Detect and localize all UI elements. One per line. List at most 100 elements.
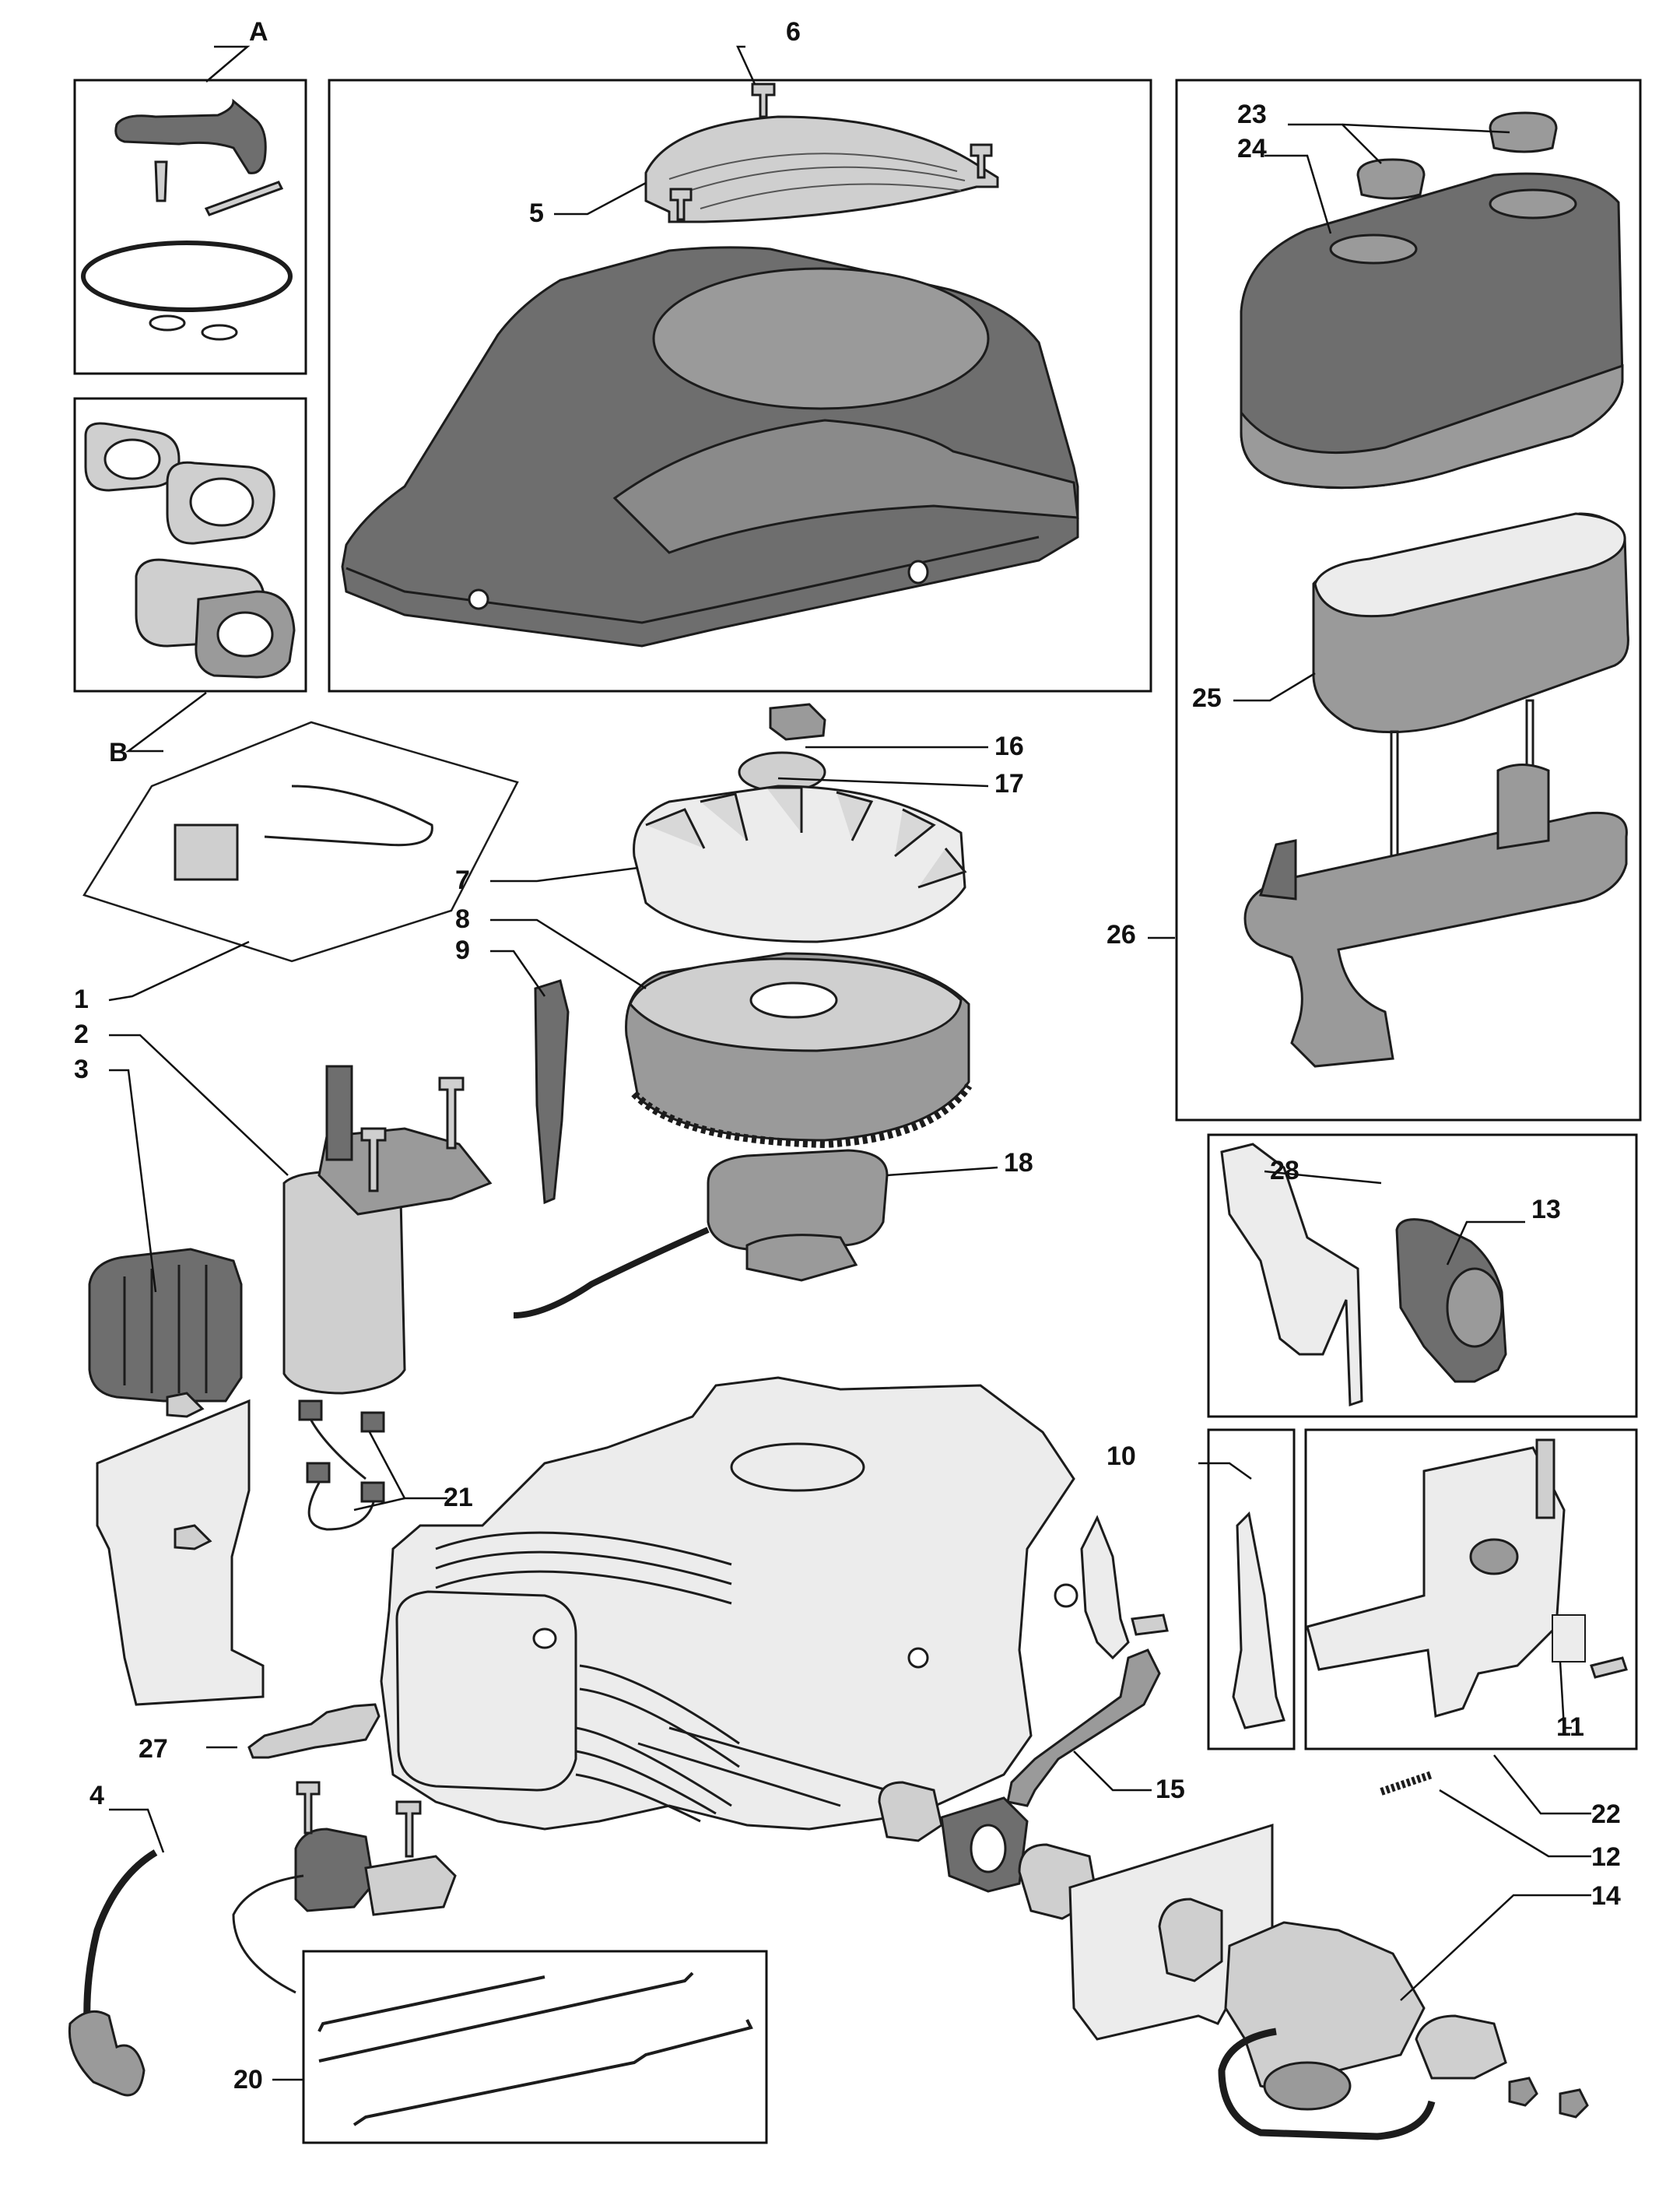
crankcase-boss-icon: [730, 1442, 865, 1492]
bolt-hole-icon: [532, 1627, 557, 1649]
bolt-icon: [296, 1781, 321, 1835]
cover-port-icon: [1329, 233, 1418, 265]
callout-label: 7: [455, 865, 470, 895]
air-filter-element-top-icon: [1313, 512, 1626, 618]
blower-housing-assembly: [341, 83, 1079, 648]
bolt-icon: [751, 83, 776, 118]
rectifier-fins-icon: [123, 1265, 208, 1393]
callout-label: 25: [1192, 683, 1222, 713]
leader-lines: [108, 45, 1591, 2081]
throttle-lever-group: [1232, 1511, 1285, 1729]
callout-label: 28: [1270, 1156, 1299, 1185]
callout-label: 27: [139, 1734, 168, 1764]
spark-plug-boot-icon: [68, 2010, 146, 2097]
callout-label: 10: [1107, 1441, 1136, 1471]
carburetor-gasket-icon: [1415, 2014, 1507, 2080]
callout-label: B: [109, 738, 128, 767]
governor-rod-icon: [352, 2019, 753, 2126]
intake-spacer-group: [878, 1781, 1099, 1920]
bolt-icon: [360, 1127, 387, 1192]
linkage-bracket-group: [1054, 1515, 1169, 1660]
callout-label: 9: [455, 936, 470, 965]
coil-wire-icon: [513, 1227, 710, 1318]
wiring-harness-bag: [82, 721, 519, 963]
valve-cover-icon: [395, 1590, 577, 1792]
nut-icon: [1559, 2088, 1589, 2119]
callout-label: 12: [1591, 1842, 1621, 1872]
ring-gear-teeth-icon: [631, 1083, 973, 1149]
fuel-pump-bracket-icon: [1220, 1143, 1363, 1407]
harness-wire-icon: [264, 785, 433, 847]
spark-plug-group: [247, 1703, 381, 1759]
adjust-screw-icon: [154, 160, 168, 202]
callout-label: 15: [1156, 1775, 1185, 1804]
frame-rods: [302, 1950, 768, 2144]
fuel-pump-group: [1220, 1143, 1507, 1407]
gasket-kit-b-parts: [84, 422, 296, 679]
callout-label: 11: [1556, 1712, 1584, 1742]
carburetor-group: [1068, 1823, 1589, 2140]
callout-label: 5: [529, 198, 544, 228]
o-ring-icon: [81, 241, 293, 312]
callout-label: 21: [444, 1483, 473, 1512]
brush-lead-icon: [307, 1420, 375, 1531]
blower-housing-ridge-icon: [612, 419, 1079, 554]
callout-label: 2: [74, 1020, 89, 1049]
ignition-module-group: [68, 1781, 457, 2097]
blower-intake-opening-icon: [652, 267, 990, 410]
kit-a-parts: [81, 98, 293, 341]
callout-label: 3: [74, 1055, 89, 1084]
bolt-icon: [669, 188, 693, 221]
charging-coil-icon: [745, 1234, 858, 1282]
washer-icon: [149, 314, 186, 332]
ignition-module-icon: [294, 1828, 375, 1912]
dipstick-tube-icon: [534, 979, 570, 1205]
ignition-mount-bracket-icon: [364, 1855, 457, 1916]
brush-icon: [298, 1399, 323, 1421]
cover-port-icon: [1489, 188, 1577, 219]
breather-tube-icon: [1496, 764, 1550, 850]
brush-icon: [306, 1462, 331, 1483]
choke-rod-icon: [318, 1972, 694, 2063]
pin-icon: [204, 181, 284, 216]
air-filter-base-wall-icon: [1259, 839, 1297, 901]
frame-throttle-lever: [1207, 1428, 1296, 1750]
engine-block-group: [380, 1376, 1075, 1831]
bolt-icon: [166, 1392, 205, 1418]
frame-air-filter: [1175, 79, 1642, 1122]
brush-icon: [360, 1411, 385, 1433]
gasket-port-icon: [189, 477, 254, 527]
screen-mesh-icon: [668, 153, 966, 209]
plastic-bag-icon: [82, 721, 519, 963]
callout-label: 24: [1237, 134, 1267, 163]
wing-nut-icon: [1356, 158, 1426, 200]
callout-label: 23: [1237, 100, 1267, 129]
fuel-pump-diaphragm-icon: [1446, 1267, 1503, 1348]
washer-icon: [201, 324, 238, 341]
frame-kit-a: [73, 79, 307, 375]
fuel-hose-icon: [1218, 2028, 1436, 2140]
heat-shield-icon: [96, 1399, 265, 1706]
nut-icon: [769, 703, 826, 741]
throttle-rod-icon: [317, 1975, 545, 2032]
lever-arm-icon: [114, 98, 267, 174]
rectifier-regulator-icon: [88, 1248, 243, 1403]
ground-wire-icon: [232, 1874, 304, 1994]
callout-labels: A B 6 5 23 24 25 26 16 17 7 8 9 18 1 2 3…: [74, 17, 1621, 2094]
callout-label: 26: [1107, 920, 1136, 950]
wing-nut-icon: [1489, 111, 1558, 153]
spacer-port-icon: [970, 1824, 1007, 1873]
callout-label: 22: [1591, 1799, 1621, 1829]
control-bracket-icon: [1306, 1446, 1566, 1718]
bolt-icon: [395, 1800, 422, 1858]
breather-hose-group: [1006, 1648, 1161, 1807]
bolt-icon: [1131, 1613, 1169, 1636]
throttle-lever-icon: [1232, 1511, 1285, 1729]
callout-label: 4: [89, 1781, 104, 1810]
callout-label: A: [249, 17, 268, 47]
frame-blower-housing: [328, 79, 1152, 693]
heat-shield-group: [96, 1392, 265, 1706]
frame-gasket-kit-b: [73, 397, 307, 693]
bolt-icon: [438, 1076, 465, 1150]
